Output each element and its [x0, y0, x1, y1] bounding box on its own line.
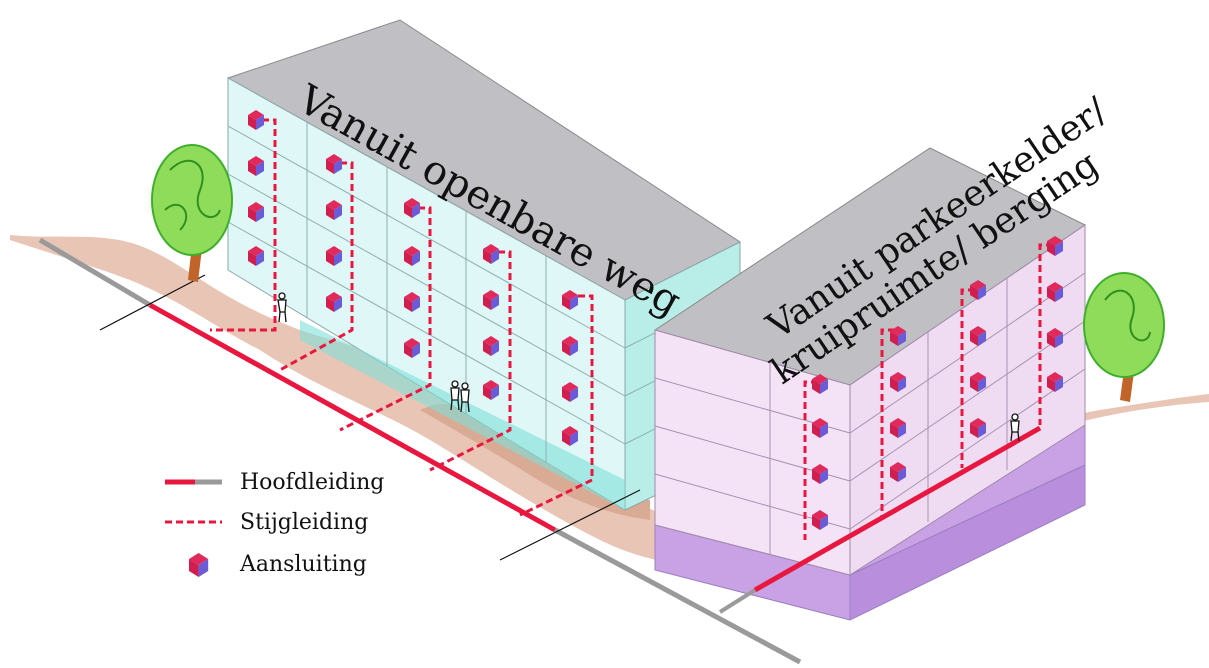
side-line-1 [99, 274, 206, 331]
legend-item-connection: Aansluiting [189, 552, 367, 577]
legend-label-main: Hoofdleiding [240, 470, 384, 495]
tree-icon [151, 144, 233, 282]
person-icon [277, 292, 287, 323]
right-building: Vanuit parkeerkelder/ kruipruimte/ bergi… [653, 90, 1115, 621]
right-building-basement-side [849, 464, 1086, 621]
legend-item-riser: Stijgleiding [165, 510, 368, 535]
tree-icon [1083, 272, 1165, 402]
main-line-right [753, 425, 1042, 593]
street-line-grey-right [553, 527, 802, 665]
legend-label-riser: Stijgleiding [240, 510, 368, 535]
left-building-base-shade [300, 320, 625, 510]
main-line-right-grey [718, 588, 757, 614]
legend-item-main: Hoofdleiding [165, 470, 384, 495]
side-line-2 [499, 489, 641, 561]
person-icon [450, 380, 470, 413]
connection-box-icon [189, 553, 209, 577]
legend-label-connection: Aansluiting [239, 552, 367, 577]
legend: Hoofdleiding Stijgleiding Aansluiting [165, 470, 384, 577]
person-icon [1010, 413, 1020, 442]
main-line-left [148, 302, 557, 533]
street-line-grey-left [38, 237, 152, 308]
